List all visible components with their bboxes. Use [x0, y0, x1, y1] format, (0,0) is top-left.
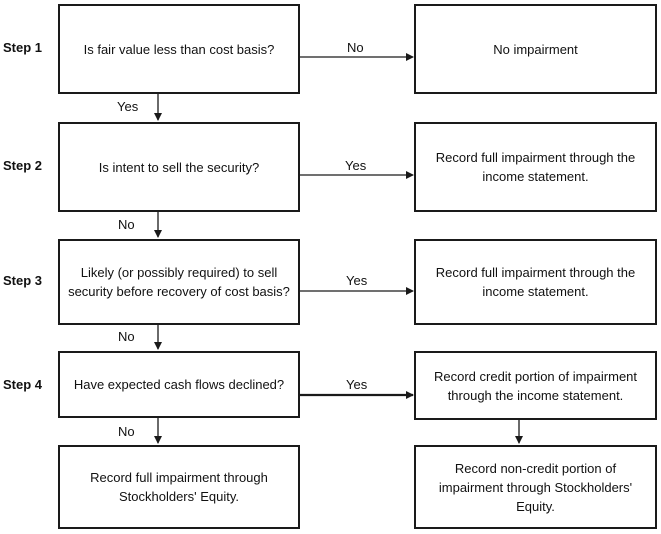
outcome-1-text: No impairment	[493, 41, 578, 57]
question-4-text: Have expected cash flows declined?	[73, 377, 285, 392]
outcome-6-text: Record full impairment through Stockhold…	[90, 470, 268, 504]
outcome-box-4: Record credit portion of impairment thro…	[414, 351, 657, 420]
question-1-text: Is fair value less than cost basis?	[83, 41, 275, 57]
outcome-4-text: Record credit portion of impairment thro…	[433, 368, 638, 403]
step-4-label: Step 4	[3, 377, 43, 392]
question-box-3: Likely (or possibly required) to sell se…	[58, 239, 300, 325]
edge-label-q1-yes: Yes	[117, 99, 139, 114]
step-3-label: Step 3	[3, 273, 43, 288]
step-1-label: Step 1	[3, 40, 43, 55]
edge-label-q2-yes: Yes	[345, 158, 367, 173]
outcome-box-1: No impairment	[414, 4, 657, 94]
step-2-label: Step 2	[3, 158, 43, 173]
edge-label-q4-no: No	[118, 424, 135, 439]
outcome-2-text: Record full impairment through the incom…	[435, 150, 636, 184]
question-box-2: Is intent to sell the security?	[58, 122, 300, 212]
outcome-5-text: Record non-credit portion of impairment …	[438, 460, 633, 514]
question-2-text: Is intent to sell the security?	[98, 159, 260, 175]
question-box-4: Have expected cash flows declined?	[58, 351, 300, 418]
outcome-box-3: Record full impairment through the incom…	[414, 239, 657, 325]
outcome-3-text: Record full impairment through the incom…	[435, 265, 636, 299]
edge-label-q2-no: No	[118, 217, 135, 232]
question-3-text: Likely (or possibly required) to sell se…	[68, 265, 290, 299]
edge-label-q3-yes: Yes	[346, 273, 368, 288]
outcome-box-5: Record non-credit portion of impairment …	[414, 445, 657, 529]
edge-label-q4-yes: Yes	[346, 377, 368, 392]
question-box-1: Is fair value less than cost basis?	[58, 4, 300, 94]
edge-label-q1-no: No	[347, 40, 364, 55]
outcome-box-2: Record full impairment through the incom…	[414, 122, 657, 212]
edge-label-q3-no: No	[118, 329, 135, 344]
outcome-box-6: Record full impairment through Stockhold…	[58, 445, 300, 529]
